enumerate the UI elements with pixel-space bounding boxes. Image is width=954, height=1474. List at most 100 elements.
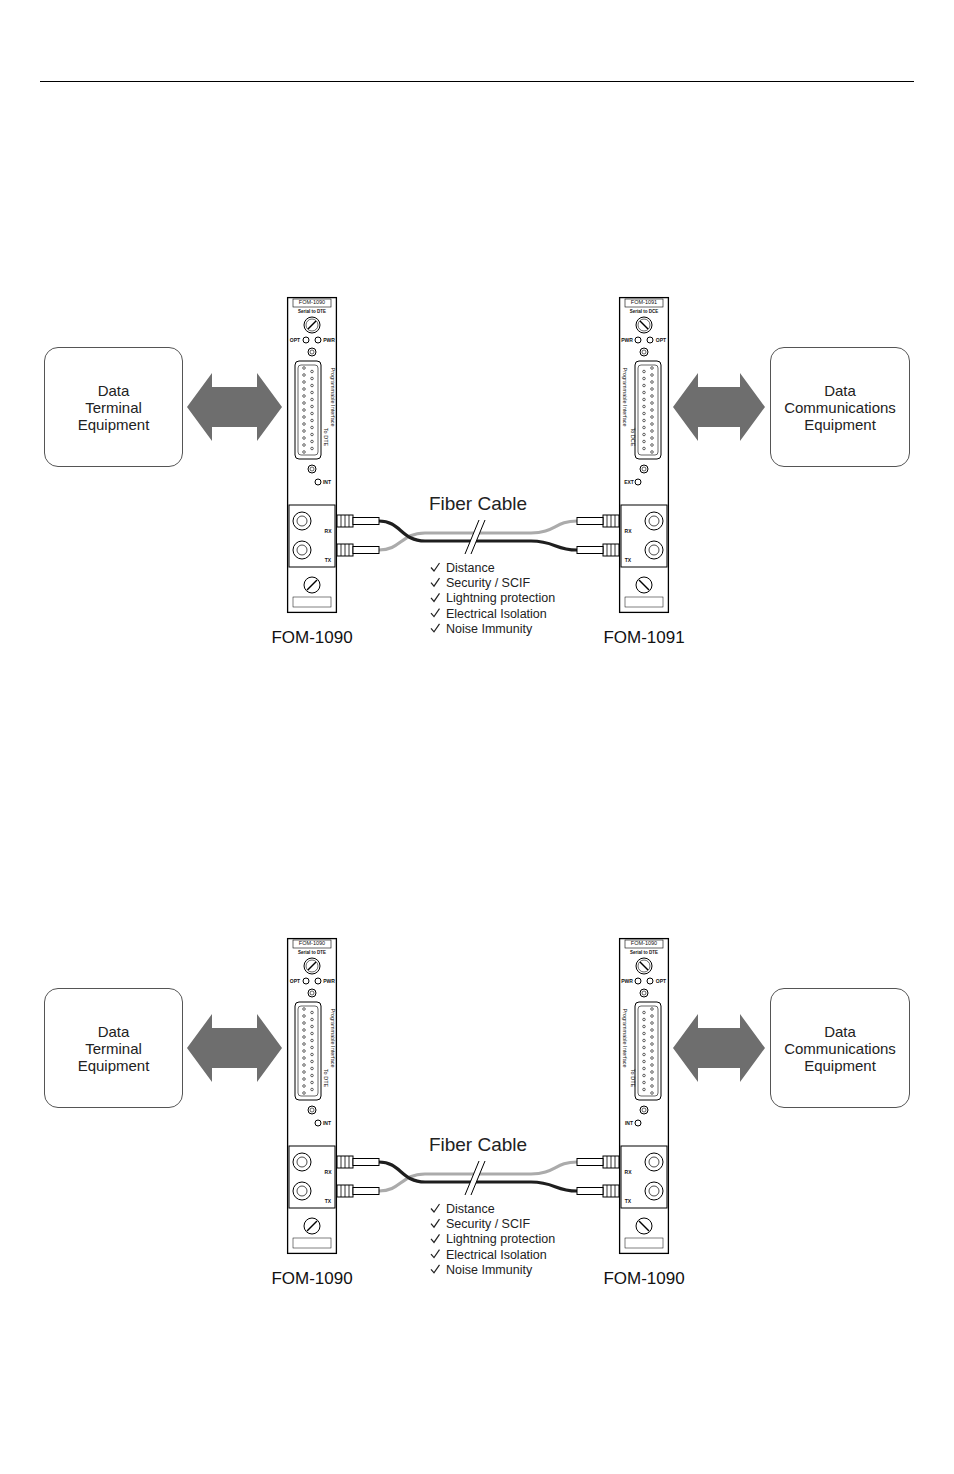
pin (643, 370, 646, 373)
box-label: Data Communications Equipment (781, 1023, 899, 1074)
pin (311, 405, 314, 408)
nut-knurl (341, 515, 342, 527)
title-plate (625, 940, 663, 948)
pin (311, 426, 314, 429)
pin (303, 1064, 306, 1067)
int-led (315, 1120, 321, 1126)
pin (311, 1025, 314, 1028)
pin (651, 430, 654, 433)
check-mark (431, 1250, 440, 1258)
faceplate-text: OPT (656, 979, 666, 984)
check-mark (431, 563, 440, 571)
knob-slot (640, 321, 648, 329)
pin (303, 416, 306, 419)
connector-boot (577, 1159, 603, 1166)
pin (643, 1074, 646, 1077)
pin (643, 440, 646, 443)
benefit-item: Noise Immunity (446, 1263, 532, 1277)
pin (311, 1039, 314, 1042)
pin (311, 370, 314, 373)
faceplate-text: FOM-1091 (631, 300, 657, 306)
faceplate-text: TX (325, 1199, 331, 1204)
screw-core (642, 1108, 646, 1112)
check-mark (431, 1204, 440, 1212)
model-label: FOM-1091 (603, 629, 684, 646)
screw-core (310, 350, 314, 354)
port-rx-core (297, 516, 307, 526)
screw-slot (639, 1221, 649, 1231)
pin (303, 1092, 306, 1095)
pin (643, 405, 646, 408)
connector-boot (353, 518, 379, 525)
benefit-item: Electrical Isolation (446, 1248, 547, 1262)
knob-ring (638, 960, 650, 972)
port-tx (645, 541, 663, 559)
pin (651, 1050, 654, 1053)
arrow-shape (673, 373, 765, 441)
port-rx-core (649, 516, 659, 526)
pwr-led (315, 978, 321, 984)
double-arrow (187, 373, 282, 441)
pin (311, 1018, 314, 1021)
double-arrow (673, 373, 765, 441)
faceplate-text: Programmable Interface (621, 1009, 627, 1068)
check-mark (431, 624, 440, 632)
screw (308, 348, 316, 356)
box-label: Data Terminal Equipment (74, 382, 154, 433)
pin (303, 423, 306, 426)
faceplate-text: Serial to DCE (630, 310, 659, 315)
pin (651, 1092, 654, 1095)
nut-knurl (341, 1156, 342, 1168)
module-faceplate (619, 938, 669, 1254)
benefit-item: Distance (446, 561, 495, 575)
screw-slot (307, 1221, 317, 1231)
knob-slot (308, 321, 316, 329)
pin (651, 451, 654, 454)
faceplate-text: To DTE (322, 1069, 328, 1087)
st-connector-nut (337, 1185, 353, 1197)
faceplate-text: PWR (323, 979, 335, 984)
pin (311, 1011, 314, 1014)
pin (303, 402, 306, 405)
bottom-screw (304, 577, 320, 593)
cable-label: Fiber Cable (426, 1134, 530, 1155)
nut-knurl (615, 1156, 616, 1168)
pin (311, 419, 314, 422)
pin (643, 1032, 646, 1035)
fiber-port-panel (621, 1146, 667, 1208)
benefit-item: Electrical Isolation (446, 607, 547, 621)
pin (643, 1053, 646, 1056)
pin (311, 1067, 314, 1070)
faceplate-outline (288, 298, 337, 613)
db25-shell (295, 1002, 321, 1100)
pin (651, 1071, 654, 1074)
port-tx-core (297, 545, 307, 555)
faceplate-text: TX (325, 558, 331, 563)
pin (651, 1008, 654, 1011)
benefit-item: Security / SCIF (446, 1217, 530, 1231)
connector-boot (577, 1188, 603, 1195)
pin (651, 409, 654, 412)
model-label: FOM-1090 (271, 1270, 352, 1287)
faceplate-text: RX (625, 1170, 632, 1175)
st-connector-nut (337, 1156, 353, 1168)
pin (303, 451, 306, 454)
pin (643, 1060, 646, 1063)
faceplate-text: Serial to DTE (298, 951, 326, 956)
faceplate-text: INT (323, 1121, 331, 1126)
port-rx (293, 1153, 311, 1171)
benefit-item: Noise Immunity (446, 622, 532, 636)
break-mark (471, 520, 485, 554)
st-connector-nut (603, 515, 619, 527)
pin (303, 1057, 306, 1060)
logo-plate (293, 1238, 331, 1248)
faceplate-text: To DCE (629, 428, 635, 447)
pwr-led (635, 337, 641, 343)
pin (643, 419, 646, 422)
pin (303, 374, 306, 377)
fiber-cable (337, 515, 619, 556)
pin (303, 1022, 306, 1025)
nut-knurl (611, 1156, 612, 1168)
break-mark (465, 1161, 479, 1195)
screw (308, 1106, 316, 1114)
